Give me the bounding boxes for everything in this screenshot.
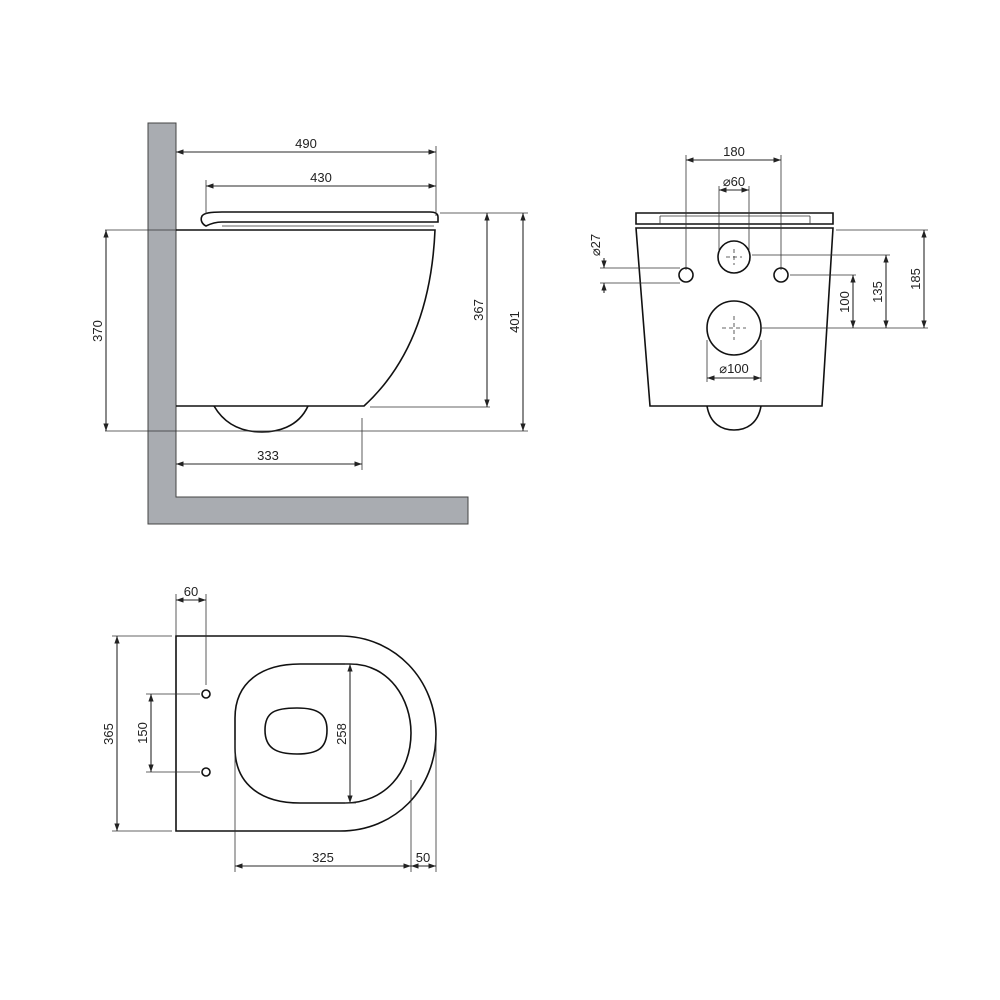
dim-label-367: 367: [471, 299, 486, 321]
fixing-hole-left: [678, 267, 694, 283]
front-seat-inner: [659, 215, 811, 224]
side-view: 490 430 370 367 401 333: [90, 122, 528, 525]
dim-label-430: 430: [310, 170, 332, 185]
dim-label-50: 50: [416, 850, 430, 865]
dim-label-180: 180: [723, 144, 745, 159]
outlet-centerline: [722, 316, 746, 340]
drain-outlet: [213, 405, 309, 433]
dim-label-top-60: 60: [184, 584, 198, 599]
dim-label-370: 370: [90, 320, 105, 342]
ext-line-150: [146, 693, 200, 773]
ext-line-27: [600, 267, 680, 284]
ext-line-100-hole: [706, 340, 762, 382]
dim-label-150: 150: [135, 722, 150, 744]
wall-section: [147, 122, 469, 525]
ext-line-325: [234, 740, 437, 872]
top-outline: [175, 635, 437, 832]
front-body: [635, 227, 834, 407]
front-view: 180 ⌀60 ⌀27 ⌀100 100 135 185: [588, 144, 928, 431]
top-view: 60 365 150 258 325 50: [101, 584, 437, 872]
seat-lid: [200, 211, 439, 227]
top-fixing-hole-upper: [201, 689, 211, 699]
ext-line-top-60: [175, 594, 207, 685]
dim-label-333: 333: [257, 448, 279, 463]
dim-label-60: ⌀60: [723, 174, 745, 189]
top-fixing-hole-lower: [201, 767, 211, 777]
outlet-circle: [706, 300, 762, 356]
dim-label-185: 185: [908, 268, 923, 290]
bowl-opening: [264, 707, 328, 755]
dim-label-27: ⌀27: [588, 234, 603, 256]
inlet-centerline: [726, 249, 742, 265]
dim-label-258: 258: [334, 723, 349, 745]
dim-label-325: 325: [312, 850, 334, 865]
dim-label-490: 490: [295, 136, 317, 151]
ext-line-365: [112, 635, 172, 832]
water-inlet: [717, 240, 751, 274]
dim-label-100-hole: ⌀100: [719, 361, 749, 376]
front-drain: [706, 405, 762, 431]
bowl-body: [176, 229, 436, 407]
seat-ring-outer: [234, 663, 412, 804]
dim-label-401: 401: [507, 311, 522, 333]
dim-label-135: 135: [870, 281, 885, 303]
front-seat: [635, 212, 834, 225]
dim-label-100: 100: [837, 291, 852, 313]
fixing-hole-right: [773, 267, 789, 283]
dim-label-365: 365: [101, 723, 116, 745]
